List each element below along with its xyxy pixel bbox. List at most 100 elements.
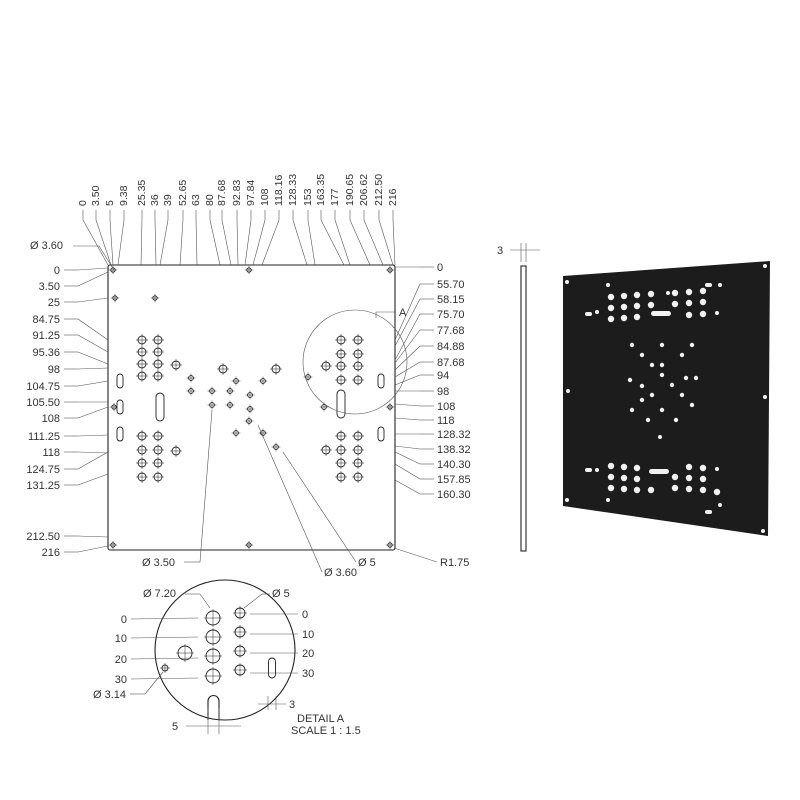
photo-hole (659, 407, 665, 413)
top-dimension-label: 92.83 (231, 180, 243, 206)
photo-hole (699, 475, 707, 483)
left-slot (116, 426, 124, 442)
photo-hole (595, 468, 599, 472)
left-dimension-label: 91.25 (32, 330, 60, 342)
right-dimension-label: 87.68 (437, 357, 465, 369)
left-dimension-label: 0 (54, 265, 60, 277)
right-dimension-leader-angle (394, 463, 421, 480)
right-dimension-leader-angle (394, 417, 421, 421)
photo-hole (595, 310, 599, 314)
photo-plate-body (563, 261, 770, 536)
photo-hole (633, 486, 641, 494)
photo-hole (718, 283, 722, 287)
detail-diameter-3-14-leader-b (144, 671, 164, 695)
top-dimension-leader-angle (236, 219, 239, 266)
top-dimension-label: 128.33 (287, 174, 299, 206)
top-dimension-leader-angle (392, 219, 396, 266)
photo-hole (689, 342, 695, 348)
photo-hole (629, 407, 635, 413)
photo-hole (715, 467, 719, 471)
photo-slot (585, 468, 592, 472)
top-dimension-label: 163.35 (315, 174, 327, 206)
top-dimension-label: 63 (190, 194, 202, 206)
photo-hole (639, 397, 645, 403)
detail-diameter-3-14-label: Ø 3.14 (93, 689, 126, 701)
photo-hole (647, 301, 655, 309)
photo-slot (705, 283, 712, 287)
photo-hole (645, 417, 651, 423)
plate-holes (108, 265, 395, 550)
detail-right-dimension: 0 (302, 609, 308, 621)
photo-hole (699, 298, 707, 306)
right-dimension-leader-angle (394, 329, 421, 364)
top-dimension-label: 39 (162, 194, 174, 206)
photo-hole (627, 377, 633, 383)
left-dimension-leader-angle (77, 451, 109, 454)
slot-width-right-label: 3 (289, 699, 295, 711)
right-dimension-leader-angle (394, 451, 421, 465)
top-dimension-label: 190.65 (344, 174, 356, 206)
right-dimension-label: 108 (437, 401, 455, 413)
left-dimension-leader-angle (77, 297, 109, 303)
top-dimension-label: 0 (77, 200, 89, 206)
top-dimension-label: 97.84 (245, 180, 257, 206)
top-dimension-leader-angle (349, 219, 371, 266)
top-dimension-label: 216 (387, 188, 399, 206)
detail-left-dimension-leader (130, 657, 199, 660)
top-dimension-leader-angle (82, 219, 109, 266)
photo-slot (649, 469, 669, 474)
top-dimension-leader-angle (140, 219, 143, 266)
photo-hole (683, 375, 689, 381)
top-dimension-leader-angle (109, 219, 114, 266)
detail-title: DETAIL A (297, 713, 345, 725)
photo-plate-holes (565, 264, 767, 533)
top-dimension-leaders (82, 210, 396, 266)
photo-hole (620, 303, 628, 311)
detail-left-dimension: 20 (115, 654, 127, 666)
top-dimension-leader-angle (292, 219, 308, 266)
photo-hole (606, 283, 610, 287)
left-dimension-label: 104.75 (26, 381, 60, 393)
photo-slot (585, 312, 592, 316)
photo-hole (620, 474, 628, 482)
left-dimension-leader-angle (77, 351, 109, 365)
top-dimension-label: 177 (329, 188, 341, 206)
photo-hole (659, 362, 665, 368)
left-dimension-leader-angle (77, 380, 109, 387)
left-dimension-label: 105.50 (26, 397, 60, 409)
photo-hole (699, 310, 707, 318)
photo-hole (685, 299, 693, 307)
left-dimension-label: 3.50 (39, 281, 60, 293)
photo-hole (699, 464, 707, 472)
top-dimension-leader-angle (117, 219, 125, 266)
diameter-3-60-bottom-label: Ø 3.60 (324, 567, 357, 579)
photo-hole (763, 264, 767, 268)
photo-hole (671, 484, 679, 492)
left-dimension-label: 118 (42, 447, 60, 459)
right-dimension-label: 140.30 (437, 459, 471, 471)
detail-right-dimension: 10 (302, 629, 314, 641)
photo-hole (671, 473, 679, 481)
right-dimension-leader-angle (394, 298, 421, 347)
right-slot (377, 426, 385, 442)
left-dimension-label: 216 (42, 547, 60, 559)
left-dimension-label: 111.25 (28, 431, 60, 443)
detail-slot-right (268, 657, 276, 679)
top-dimension-label: 118.16 (273, 175, 285, 206)
photo-hole (699, 287, 707, 295)
left-dimension-label: 212.50 (26, 531, 60, 543)
photo-hole (685, 463, 693, 471)
left-dimension-leader-angle (77, 535, 109, 538)
photo-hole (763, 395, 767, 399)
diameter-3-50-bottom-label: Ø 3.50 (142, 557, 175, 569)
right-dimension-label: 84.88 (437, 341, 465, 353)
top-dimension-leader-angle (307, 219, 316, 266)
top-dimension-label: 108 (259, 188, 271, 206)
diameter-3-60-top-label: Ø 3.60 (30, 240, 63, 252)
photo-hole (685, 288, 693, 296)
left-slot (116, 373, 124, 389)
detail-diameter-5-label: Ø 5 (272, 588, 290, 600)
center-slot-right (336, 389, 346, 419)
detail-left-dimension: 10 (115, 633, 127, 645)
top-dimension-label: 3.50 (90, 185, 102, 206)
